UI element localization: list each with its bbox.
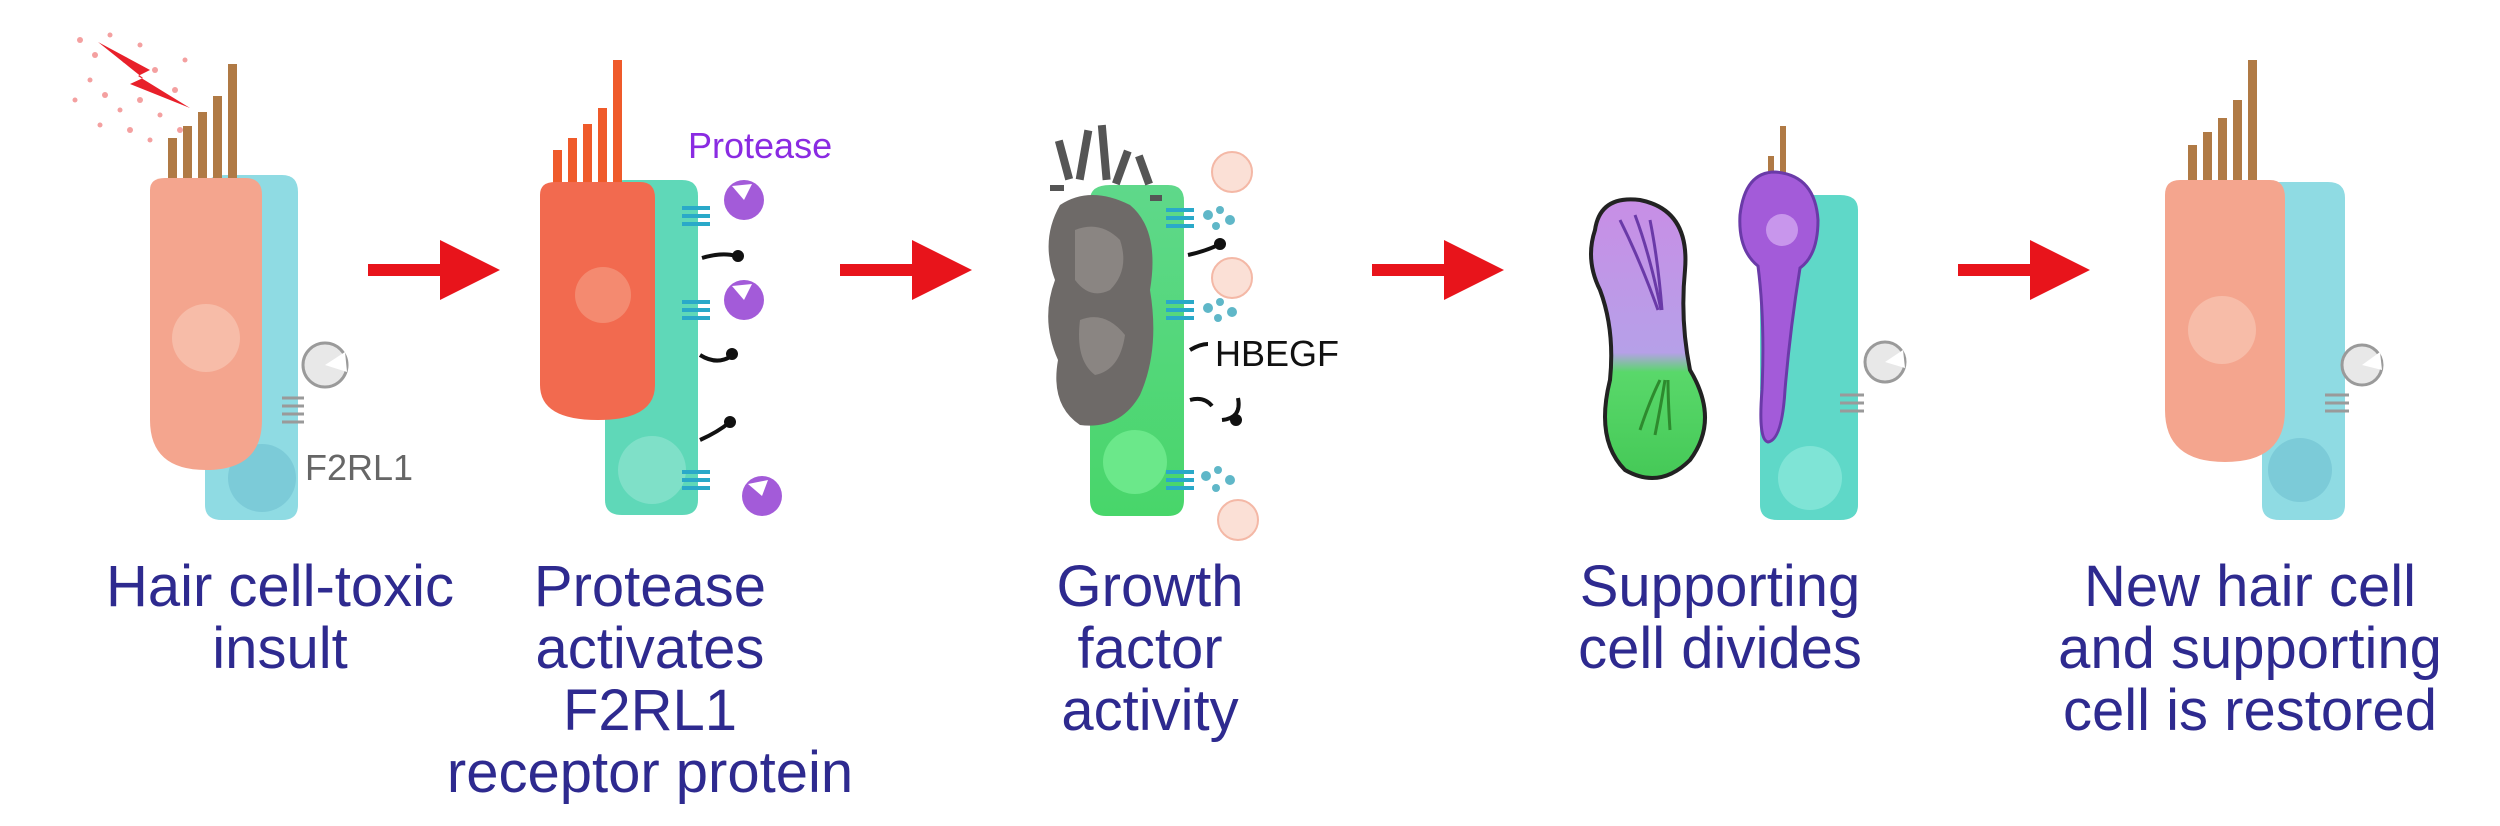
caption-line: F2RL1 bbox=[562, 678, 738, 743]
protease-icon bbox=[1211, 151, 1259, 541]
caption-line: activity bbox=[1061, 678, 1239, 743]
stereocilia bbox=[168, 64, 237, 188]
progenitor-cell bbox=[1738, 170, 1820, 444]
caption-step-1: Hair cell-toxic insult bbox=[20, 556, 540, 680]
activated-receptor-fragments bbox=[1201, 206, 1237, 492]
arrow-1 bbox=[368, 240, 500, 300]
hair-cell-nucleus bbox=[172, 304, 240, 372]
panel-protease: Protease bbox=[540, 60, 832, 516]
caption-step-4: Supporting cell divides bbox=[1530, 556, 1910, 680]
caption-line: insult bbox=[212, 616, 348, 681]
receptor-group bbox=[682, 180, 782, 516]
caption-step-5: New hair cell and supporting cell is res… bbox=[2030, 556, 2470, 742]
arrow-3 bbox=[1372, 240, 1504, 300]
toxic-particles bbox=[72, 32, 188, 143]
caption-line: factor bbox=[1077, 616, 1223, 681]
f2rl1-label: F2RL1 bbox=[305, 447, 413, 488]
hair-cell-nucleus bbox=[2188, 296, 2256, 364]
caption-step-2: Protease activates F2RL1 receptor protei… bbox=[400, 556, 900, 804]
panel-growth-factor: HBEGF bbox=[1048, 124, 1339, 541]
caption-line: Supporting bbox=[1579, 554, 1861, 619]
panel-restored bbox=[2165, 60, 2384, 520]
hbegf-label: HBEGF bbox=[1215, 333, 1339, 374]
protease-label: Protease bbox=[688, 125, 832, 166]
arrow-4 bbox=[1958, 240, 2090, 300]
supporting-cell-nucleus bbox=[1778, 446, 1842, 510]
caption-line: and supporting bbox=[2058, 616, 2442, 681]
lightning-icon bbox=[98, 42, 190, 108]
receptor-icon bbox=[682, 206, 710, 490]
supporting-cell-nucleus bbox=[618, 436, 686, 504]
caption-line: Hair cell-toxic bbox=[105, 554, 455, 619]
cleaved-peptides bbox=[698, 250, 744, 442]
caption-line: New hair cell bbox=[2084, 554, 2416, 619]
receptor-icon bbox=[2325, 393, 2349, 413]
caption-line: cell is restored bbox=[2063, 678, 2437, 743]
dividing-cell bbox=[1589, 197, 1707, 480]
caption-line: receptor protein bbox=[446, 740, 854, 805]
caption-line: activates bbox=[535, 616, 765, 681]
mitotic-spindle bbox=[1618, 214, 1664, 311]
supporting-cell-nucleus bbox=[2268, 438, 2332, 502]
receptor-icon bbox=[1840, 393, 1864, 413]
caption-step-3: Growth factor activity bbox=[1000, 556, 1300, 742]
caption-line: cell divides bbox=[1578, 616, 1862, 681]
stereocilia bbox=[553, 60, 622, 190]
supporting-cell-nucleus bbox=[1103, 430, 1167, 494]
receptor-icon bbox=[282, 396, 304, 424]
receptor-icon bbox=[1166, 208, 1194, 490]
panel-insult: F2RL1 bbox=[72, 32, 413, 520]
dying-hair-cell bbox=[1048, 124, 1162, 426]
supporting-cell-nucleus bbox=[228, 444, 296, 512]
caption-line: Protease bbox=[533, 554, 767, 619]
arrow-2 bbox=[840, 240, 972, 300]
hair-cell-nucleus bbox=[575, 267, 631, 323]
stereocilia bbox=[2188, 60, 2257, 189]
hbegf-signals bbox=[1187, 238, 1242, 426]
protease-icon bbox=[724, 180, 782, 516]
panel-cell-division bbox=[1589, 126, 1907, 520]
caption-line: Growth bbox=[1056, 554, 1244, 619]
